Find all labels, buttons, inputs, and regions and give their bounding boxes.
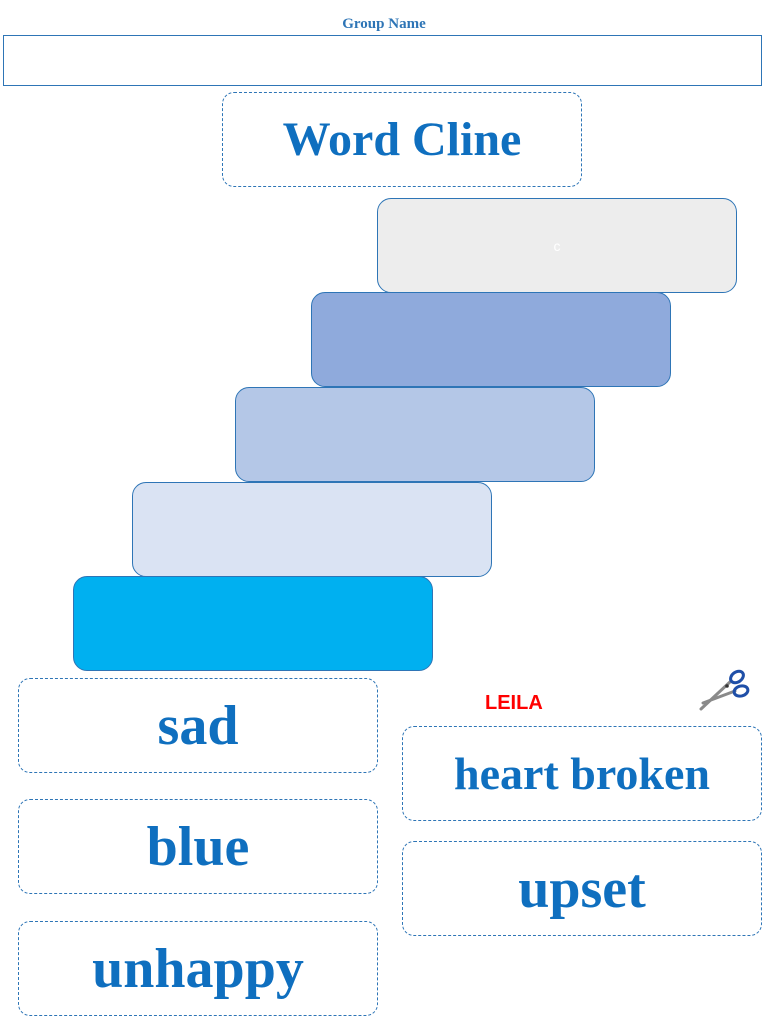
word-card-sad[interactable]: sad xyxy=(18,678,378,773)
group-name-field[interactable] xyxy=(3,35,762,86)
author-name: LEILA xyxy=(485,692,543,714)
cline-step-2[interactable] xyxy=(311,292,671,387)
word-card-heart-broken[interactable]: heart broken xyxy=(402,726,762,821)
cline-step-3[interactable] xyxy=(235,387,595,482)
word-card-blue[interactable]: blue xyxy=(18,799,378,894)
cline-step-5[interactable] xyxy=(73,576,433,671)
cline-step-1[interactable]: c xyxy=(377,198,737,293)
cline-step-4[interactable] xyxy=(132,482,492,577)
word-card-unhappy[interactable]: unhappy xyxy=(18,921,378,1016)
scissors-icon xyxy=(699,669,750,711)
group-name-label: Group Name xyxy=(342,16,426,32)
word-card-upset[interactable]: upset xyxy=(402,841,762,936)
worksheet-title: Word Cline xyxy=(222,92,582,187)
cline-step-1-text: c xyxy=(553,237,561,254)
